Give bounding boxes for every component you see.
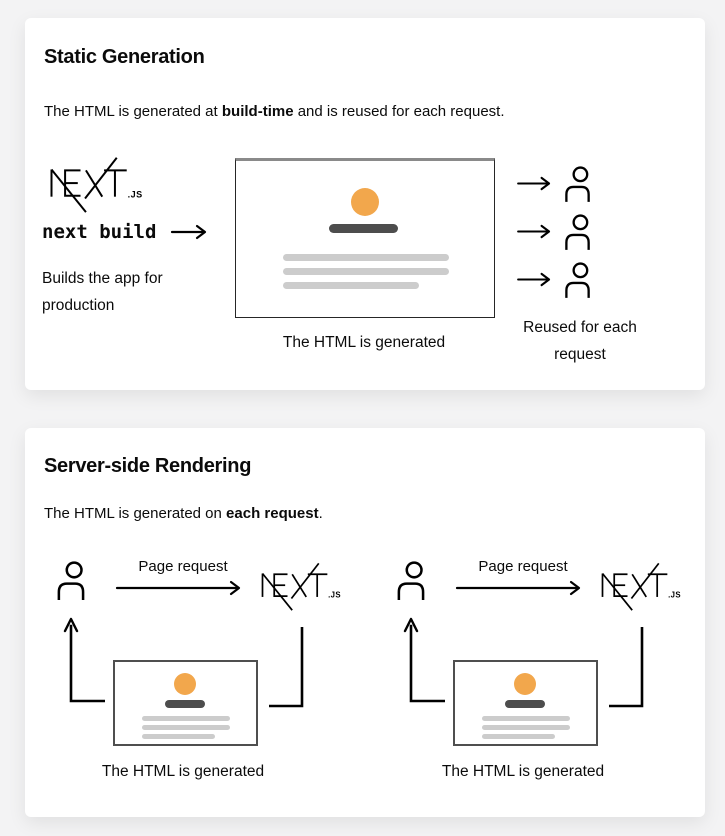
- arrow-right-icon: [517, 176, 553, 191]
- page-text-bar: [142, 734, 215, 739]
- build-note: Builds the app for production: [42, 270, 163, 314]
- arrow-right-icon: [455, 580, 581, 596]
- elbow-down-left-icon: [269, 627, 304, 708]
- user-icon: [563, 166, 593, 203]
- ssr-request-diagram: Page request The HTML is generated: [25, 558, 365, 788]
- page-heading-bar: [505, 700, 545, 708]
- nextjs-logo-icon: [593, 561, 687, 611]
- reuse-caption: Reused for each request: [523, 319, 637, 363]
- build-command: next build: [42, 221, 157, 243]
- generated-page-mockup: [453, 660, 598, 746]
- user-icon: [563, 262, 593, 299]
- arrow-right-icon: [517, 272, 553, 287]
- arrow-up-elbow-icon: [63, 617, 105, 703]
- card-description: The HTML is generated at build-time and …: [44, 103, 505, 120]
- page-heading-bar: [329, 224, 398, 233]
- arrow-right-icon: [115, 580, 241, 596]
- page-caption: The HTML is generated: [282, 334, 446, 351]
- arrow-right-icon: [517, 224, 553, 239]
- nextjs-logo-icon: [40, 155, 150, 213]
- page-avatar-dot: [351, 188, 379, 216]
- page-text-bar: [482, 725, 570, 730]
- page-text-bar: [283, 254, 449, 261]
- static-generation-card: Static Generation The HTML is generated …: [25, 18, 705, 390]
- arrow-up-elbow-icon: [403, 617, 445, 703]
- elbow-down-left-icon: [609, 627, 644, 708]
- page-text-bar: [142, 716, 230, 721]
- user-icon: [55, 561, 88, 601]
- page-avatar-dot: [514, 673, 536, 695]
- card-description: The HTML is generated on each request.: [44, 505, 323, 522]
- generated-page-mockup: [235, 158, 495, 318]
- page-text-bar: [142, 725, 230, 730]
- nextjs-logo-icon: [253, 561, 347, 611]
- arrow-right-icon: [170, 224, 210, 240]
- page-request-label: Page request: [478, 558, 568, 575]
- page-request-label: Page request: [138, 558, 228, 575]
- build-command-row: next build: [42, 221, 210, 243]
- page-caption: The HTML is generated: [441, 763, 605, 780]
- card-title: Server-side Rendering: [44, 455, 252, 477]
- user-icon: [563, 214, 593, 251]
- page-avatar-dot: [174, 673, 196, 695]
- card-title: Static Generation: [44, 46, 205, 68]
- page-text-bar: [482, 716, 570, 721]
- page-text-bar: [482, 734, 555, 739]
- generated-page-mockup: [113, 660, 258, 746]
- page-heading-bar: [165, 700, 205, 708]
- page-text-bar: [283, 268, 449, 275]
- user-icon: [395, 561, 428, 601]
- page-caption: The HTML is generated: [101, 763, 265, 780]
- ssr-request-diagram: Page request The HTML is generated: [365, 558, 705, 788]
- server-side-rendering-card: Server-side Rendering The HTML is genera…: [25, 428, 705, 817]
- page-text-bar: [283, 282, 419, 289]
